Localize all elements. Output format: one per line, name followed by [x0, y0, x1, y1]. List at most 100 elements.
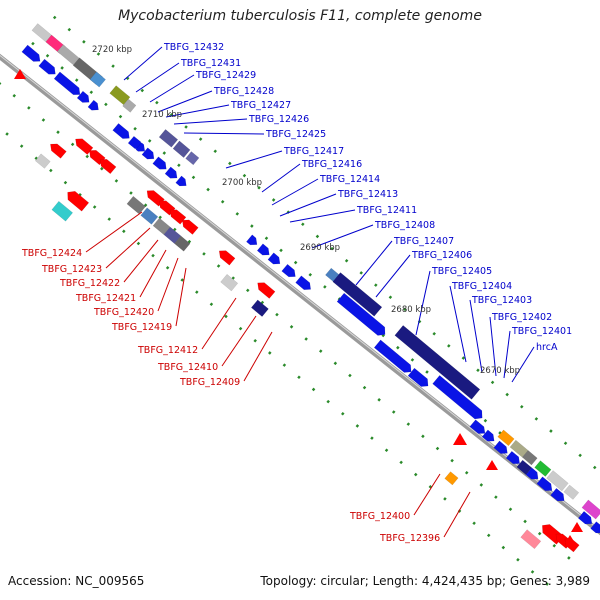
tick-reverse [348, 373, 352, 378]
tick-forward [133, 126, 137, 131]
forward-leader [261, 163, 301, 193]
tick-reverse [508, 507, 513, 512]
reverse-leader [123, 239, 159, 283]
feature-55 [481, 429, 495, 442]
tick-forward [250, 224, 254, 228]
feature-15 [172, 140, 191, 158]
tick-fwd-outer [578, 453, 582, 458]
tick-fwd-outer [82, 40, 86, 44]
tick-fwd-outer [432, 331, 436, 336]
feature-67 [550, 487, 565, 502]
tick-fwd-outer [228, 161, 232, 166]
tick-rev-outer [224, 314, 228, 319]
tick-forward [396, 345, 400, 350]
forward-leader [135, 62, 180, 93]
tick-reverse [567, 556, 571, 560]
forward-leader [165, 104, 230, 118]
forward-gene-label: TBFG_12406 [411, 250, 472, 261]
leader-layer [85, 46, 535, 538]
tick-rev-outer [443, 497, 447, 501]
feature-5 [21, 44, 41, 62]
feature-6 [38, 58, 56, 75]
forward-leader [149, 74, 195, 103]
forward-gene-label: TBFG_12405 [431, 266, 492, 277]
forward-gene-label: TBFG_12432 [163, 42, 224, 53]
reverse-leader [175, 267, 187, 327]
tick-rev-outer [122, 229, 126, 234]
forward-gene-label: TBFG_12416 [301, 159, 362, 170]
tick-fwd-outer [374, 283, 378, 287]
reverse-gene-label: TBFG_12424 [21, 248, 82, 259]
tick-fwd-outer [344, 258, 349, 263]
feature-48 [336, 292, 386, 336]
feature-56 [497, 429, 515, 447]
tick-forward [118, 114, 123, 119]
tick-fwd-outer [388, 295, 393, 300]
tick-forward [425, 370, 429, 374]
tick-reverse [260, 300, 265, 305]
tick-rev-outer [341, 411, 345, 416]
tick-fwd-outer [257, 186, 261, 190]
tick-forward [483, 418, 488, 423]
tick-fwd-outer [520, 404, 524, 409]
feature-42 [246, 234, 258, 246]
feature-65 [525, 467, 539, 480]
feature-51 [407, 367, 429, 387]
feature-layer [14, 23, 600, 553]
feature-38 [218, 250, 236, 266]
reverse-gene-label: TBFG_12400 [349, 511, 410, 522]
tick-reverse [450, 458, 454, 463]
feature-45 [281, 263, 296, 278]
tick-forward [410, 358, 415, 362]
forward-leader [311, 224, 374, 249]
feature-40 [257, 282, 276, 299]
tick-fwd-outer [301, 222, 305, 227]
tick-rev-outer [63, 180, 68, 185]
feature-30 [140, 207, 159, 225]
tick-rev-outer [311, 387, 316, 392]
feature-12 [112, 123, 130, 139]
feature-20 [164, 166, 178, 179]
reverse-gene-label: TBFG_12412 [137, 345, 198, 356]
tick-reverse [435, 446, 440, 451]
tick-fwd-outer [155, 100, 159, 105]
reverse-leader [443, 491, 471, 538]
feature-37 [182, 219, 199, 235]
reverse-leader [201, 297, 237, 350]
forward-gene-label: TBFG_12408 [374, 220, 435, 231]
tick-rev-outer [34, 156, 39, 161]
tick-fwd-outer [169, 113, 174, 117]
genome-backbone [0, 53, 600, 536]
scale-label: 2710 kbp [142, 110, 182, 120]
marker-0 [14, 69, 26, 79]
tick-forward [31, 41, 35, 46]
tick-rev-outer [49, 168, 53, 173]
backbone-highlight [0, 54, 600, 532]
feature-28 [51, 200, 74, 222]
feature-44 [267, 252, 281, 265]
tick-rev-outer [326, 399, 330, 404]
reverse-leader [139, 249, 167, 298]
reverse-gene-label: TBFG_12396 [379, 533, 440, 544]
tick-reverse [114, 179, 119, 183]
tick-rev-outer [472, 521, 476, 526]
tick-fwd-outer [111, 64, 115, 68]
tick-reverse [70, 142, 75, 147]
tick-reverse [85, 154, 89, 159]
forward-gene-label: TBFG_12425 [265, 129, 326, 140]
forward-leader [503, 330, 511, 379]
feature-17 [135, 142, 146, 152]
tick-fwd-outer [447, 344, 451, 348]
reverse-leader [105, 227, 151, 269]
feature-68 [581, 499, 600, 520]
tick-rev-outer [282, 363, 287, 367]
tick-forward [323, 285, 327, 289]
reverse-gene-label: TBFG_12421 [75, 293, 136, 304]
tick-forward [104, 102, 108, 107]
feature-50 [373, 339, 412, 373]
tick-reverse [318, 349, 323, 353]
tick-fwd-outer [461, 356, 466, 360]
feature-69 [577, 510, 593, 525]
tick-rev-outer [501, 545, 506, 550]
tick-rev-outer [92, 205, 97, 209]
